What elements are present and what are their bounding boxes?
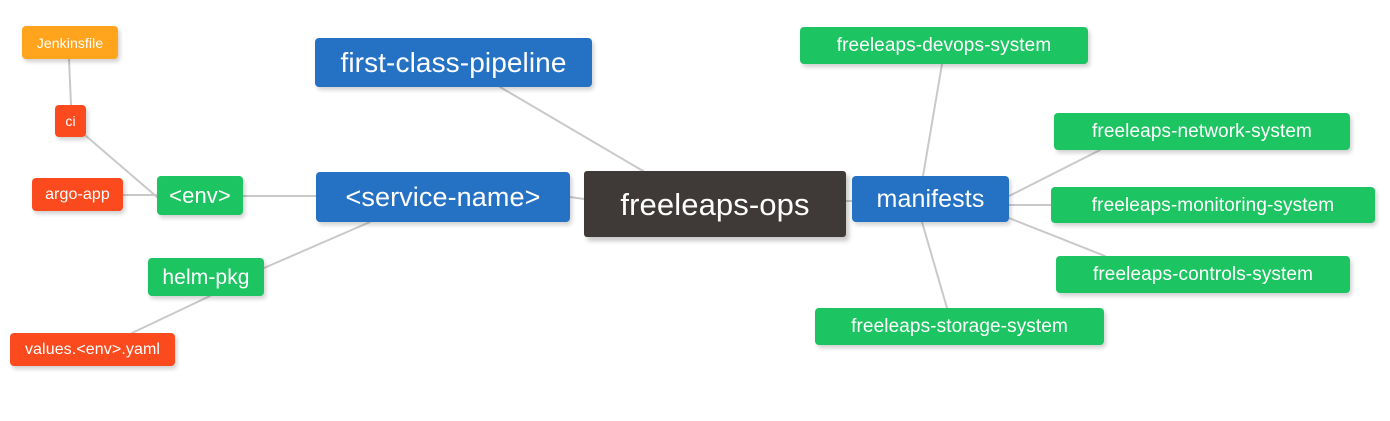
node-jenkinsfile[interactable]: Jenkinsfile xyxy=(22,26,118,59)
node-manifests[interactable]: manifests xyxy=(852,176,1009,222)
edge-first-class-pipeline-to-freeleaps-ops xyxy=(499,86,644,172)
node-label-service-name: <service-name> xyxy=(345,181,541,212)
node-values-env-yaml[interactable]: values.<env>.yaml xyxy=(10,333,175,366)
node-argo-app[interactable]: argo-app xyxy=(32,178,123,211)
node-helm-pkg[interactable]: helm-pkg xyxy=(148,258,264,296)
node-label-freeleaps-devops-system: freeleaps-devops-system xyxy=(836,35,1052,56)
node-label-freeleaps-ops: freeleaps-ops xyxy=(620,186,810,222)
node-label-helm-pkg: helm-pkg xyxy=(162,265,250,289)
node-env[interactable]: <env> xyxy=(157,176,243,215)
node-label-values-env-yaml: values.<env>.yaml xyxy=(24,340,161,358)
edge-manifests-to-freeleaps-storage-system xyxy=(921,221,948,309)
node-service-name[interactable]: <service-name> xyxy=(316,172,570,222)
node-label-env: <env> xyxy=(169,182,231,208)
edge-service-name-to-freeleaps-ops xyxy=(569,196,585,200)
node-ci[interactable]: ci xyxy=(55,105,86,137)
edge-helm-pkg-to-service-name xyxy=(263,221,371,269)
node-label-freeleaps-network-system: freeleaps-network-system xyxy=(1092,121,1312,142)
node-label-freeleaps-storage-system: freeleaps-storage-system xyxy=(851,316,1068,337)
node-first-class-pipeline[interactable]: first-class-pipeline xyxy=(315,38,592,87)
edge-values-env-yaml-to-helm-pkg xyxy=(131,295,211,334)
node-label-manifests: manifests xyxy=(876,184,985,213)
node-freeleaps-controls-system[interactable]: freeleaps-controls-system xyxy=(1056,256,1350,293)
edge-manifests-to-freeleaps-devops-system xyxy=(922,63,943,177)
node-freeleaps-monitoring-system[interactable]: freeleaps-monitoring-system xyxy=(1051,187,1375,223)
node-freeleaps-storage-system[interactable]: freeleaps-storage-system xyxy=(815,308,1104,345)
node-label-argo-app: argo-app xyxy=(45,185,110,203)
node-label-first-class-pipeline: first-class-pipeline xyxy=(340,46,567,78)
node-freeleaps-network-system[interactable]: freeleaps-network-system xyxy=(1054,113,1350,150)
node-label-freeleaps-monitoring-system: freeleaps-monitoring-system xyxy=(1091,194,1335,216)
node-label-jenkinsfile: Jenkinsfile xyxy=(36,34,104,51)
node-freeleaps-devops-system[interactable]: freeleaps-devops-system xyxy=(800,27,1088,64)
node-label-ci: ci xyxy=(65,113,76,129)
node-freeleaps-ops[interactable]: freeleaps-ops xyxy=(584,171,846,237)
node-label-freeleaps-controls-system: freeleaps-controls-system xyxy=(1092,264,1314,285)
edge-jenkinsfile-to-ci xyxy=(68,58,72,106)
edge-manifests-to-freeleaps-controls-system xyxy=(1008,217,1106,257)
